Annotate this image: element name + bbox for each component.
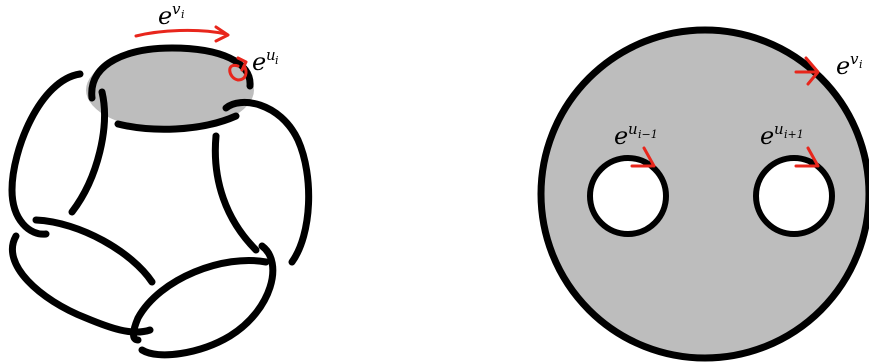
svg-text:u: u xyxy=(266,46,276,64)
arrow-top-v-head xyxy=(214,25,230,43)
svg-text:e: e xyxy=(614,122,628,150)
lower-right-ring-outer xyxy=(138,242,277,359)
svg-text:u: u xyxy=(774,120,784,138)
upper-right-ring-outer xyxy=(222,98,313,266)
shaded-disk-with-holes xyxy=(541,30,869,358)
upper-right-ring-inner xyxy=(211,132,260,254)
arrow-right-hole-u-head xyxy=(806,146,820,168)
svg-text:i+1: i+1 xyxy=(784,128,804,141)
svg-text:v: v xyxy=(850,50,859,68)
left-link-figure: e v i e u i xyxy=(8,0,313,359)
svg-text:i: i xyxy=(275,54,279,67)
label-outer-e-v-i: e v i xyxy=(836,50,863,80)
svg-text:i: i xyxy=(859,58,863,71)
svg-text:e: e xyxy=(252,48,266,76)
svg-text:i: i xyxy=(181,8,185,21)
arrow-left-hole-u-head xyxy=(642,146,656,168)
arrow-loop-u-head xyxy=(236,56,248,72)
label-left-hole-e-u-i-minus-1: e u i−1 xyxy=(614,120,658,150)
lower-left-ring-outer xyxy=(8,232,154,336)
outer-boundary-circle xyxy=(537,26,869,362)
arrow-outer-v-head xyxy=(804,56,820,86)
upper-left-ring-inner xyxy=(68,88,108,216)
top-ring-lower-arc xyxy=(114,112,240,133)
label-right-hole-e-u-i-plus-1: e u i+1 xyxy=(760,120,804,150)
top-ring-upper-arc xyxy=(88,44,254,102)
shaded-spanning-disk xyxy=(86,50,254,130)
right-pair-of-pants-figure: e v i e u i−1 e u i+1 xyxy=(537,26,869,362)
right-hole-circle xyxy=(753,155,835,237)
svg-text:e: e xyxy=(836,52,850,80)
svg-text:e: e xyxy=(760,122,774,150)
upper-left-ring-outer xyxy=(8,70,84,238)
lower-left-ring-inner xyxy=(32,216,156,286)
svg-text:u: u xyxy=(628,120,638,138)
label-top-e-v-i: e v i xyxy=(158,0,185,30)
svg-text:i−1: i−1 xyxy=(638,128,658,141)
lower-right-ring-inner xyxy=(130,257,270,344)
left-hole-circle xyxy=(587,155,669,237)
label-right-e-u-i: e u i xyxy=(252,46,279,76)
arrow-loop-u xyxy=(228,63,248,82)
arrow-top-v xyxy=(134,28,228,38)
svg-text:e: e xyxy=(158,2,172,30)
svg-text:v: v xyxy=(172,0,181,18)
